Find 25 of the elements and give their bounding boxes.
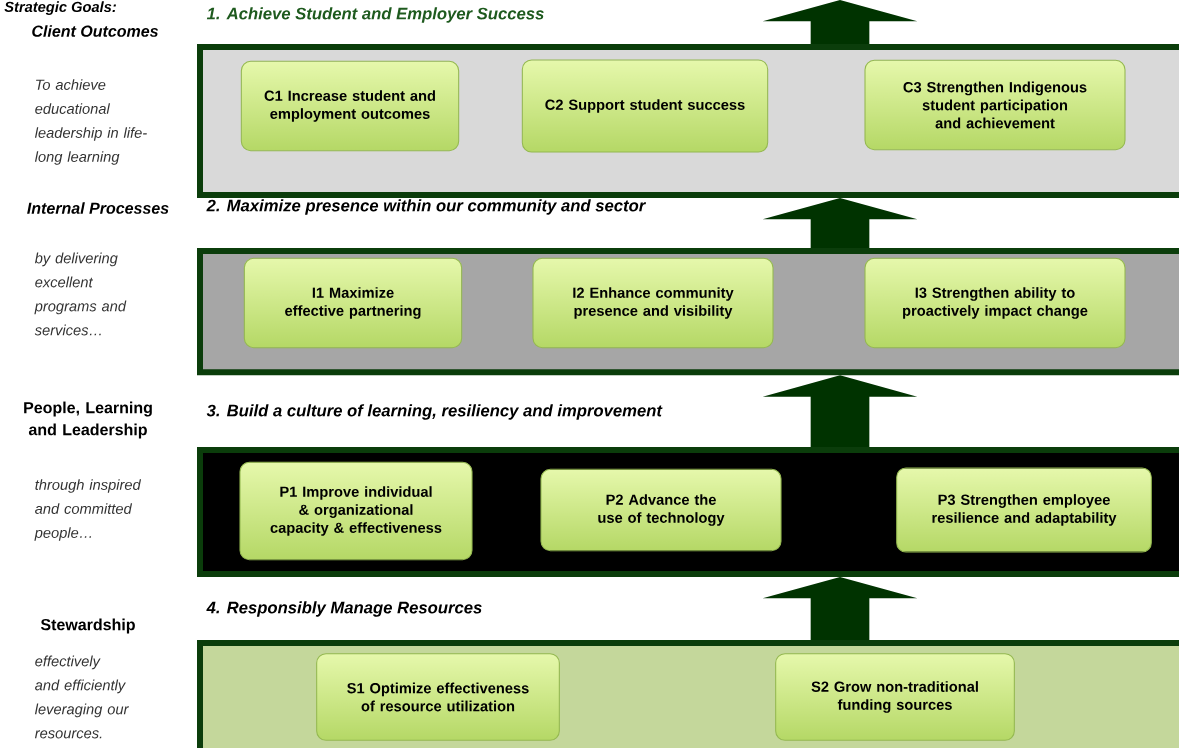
description-text: effectively and efficiently leveraging our resources. bbox=[34, 655, 129, 739]
title: Strategic Goals: bbox=[4, 1, 116, 15]
goal-box: C1 Increase student and employment outcomes bbox=[240, 60, 460, 152]
node-label: 2. Maximize presence within our community and sector bbox=[206, 199, 647, 215]
node-label: 1. Achieve Student and Employer Success bbox=[206, 7, 544, 23]
goal-box: C3 Strengthen Indigenous student participation and achievement bbox=[864, 59, 1126, 151]
node-label: 3. Build a culture of learning, resiliency and improvement bbox=[206, 404, 663, 420]
category-heading: Client Outcomes bbox=[32, 25, 158, 37]
goal-box: P3 Strengthen employee resilience and adaptability bbox=[896, 467, 1152, 553]
description-text: through inspired and committed people… bbox=[34, 479, 142, 541]
category-heading: Stewardship bbox=[40, 618, 135, 634]
goal-box: P1 Improve individual & organizational capacity & effectiveness bbox=[239, 461, 473, 561]
goal-box: I1 Maximize effective partnering bbox=[243, 257, 463, 349]
description-text: To achieve educational leadership in life-long learning bbox=[34, 79, 147, 165]
goal-box: S1 Optimize effectiveness of resource utilization bbox=[316, 653, 560, 741]
goal-box: P2 Advance the use of technology bbox=[540, 468, 782, 552]
category-heading: People, Learning and Leadership bbox=[24, 401, 152, 439]
goal-box: S2 Grow non-traditional funding sources bbox=[775, 653, 1015, 741]
goal-box: I2 Enhance community presence and visibility bbox=[532, 257, 774, 349]
category-heading: Internal Processes bbox=[27, 202, 169, 214]
arrow bbox=[762, 375, 918, 447]
node-label: 4. Responsibly Manage Resources bbox=[206, 601, 482, 617]
goal-box: C2 Support student success bbox=[521, 59, 769, 153]
goal-box: I3 Strengthen ability to proactively impact change bbox=[864, 257, 1126, 349]
description-text: by delivering excellent programs and services… bbox=[34, 252, 127, 336]
